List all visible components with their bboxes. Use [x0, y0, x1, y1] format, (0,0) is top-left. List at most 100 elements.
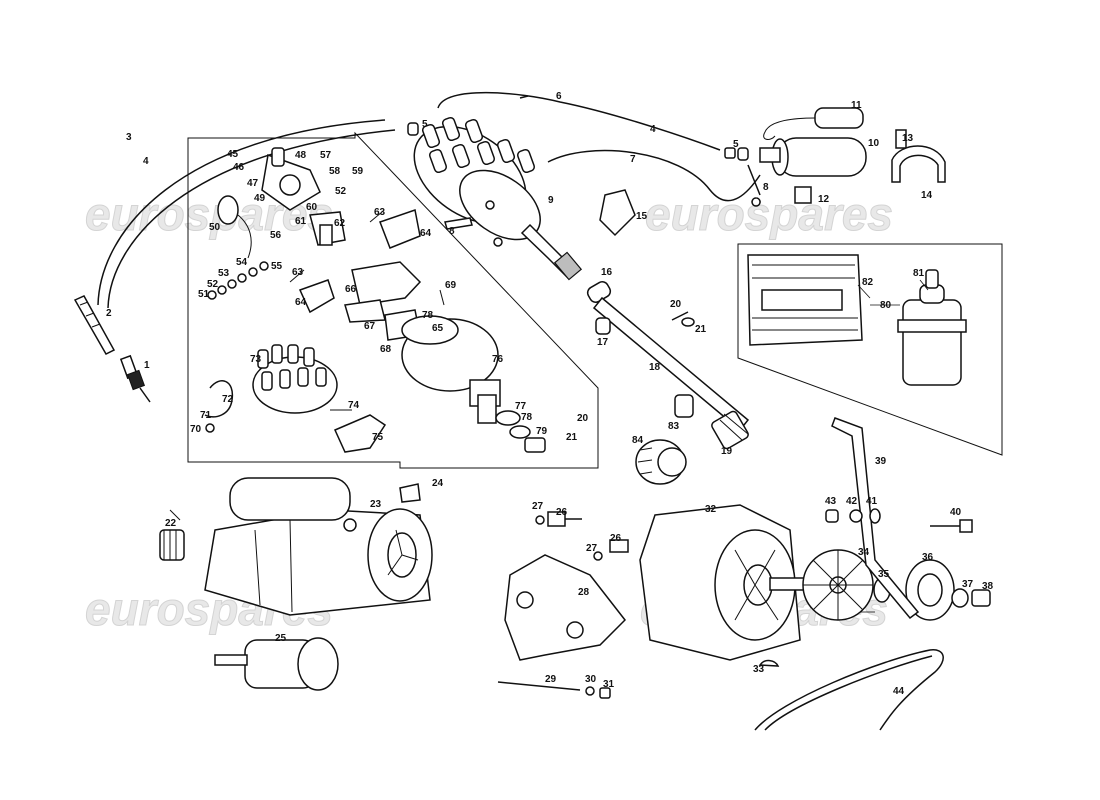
callout-4-left: 4 [143, 156, 149, 167]
callout-60: 60 [306, 202, 318, 213]
callout-20-right: 20 [670, 299, 682, 310]
alternator-fan-icon [802, 549, 874, 621]
callout-20-inset: 20 [577, 413, 589, 424]
callout-30: 30 [585, 674, 597, 685]
callout-78-upper: 78 [422, 310, 434, 321]
alternator-pulley-icon [873, 559, 991, 621]
callout-50: 50 [209, 222, 221, 233]
drive-belt-inner [764, 655, 933, 731]
drive-belt-icon [754, 649, 944, 731]
callout-67: 67 [364, 321, 376, 332]
callout-53: 53 [218, 268, 230, 279]
distributor-exploded-parts [204, 147, 546, 453]
bolts-nuts-icon [497, 508, 973, 699]
callout-32: 32 [705, 504, 717, 515]
callout-47: 47 [247, 178, 259, 189]
callout-26-upper: 26 [556, 507, 568, 518]
drive-circlip-icon [681, 317, 695, 327]
callout-6: 6 [556, 91, 562, 102]
starter-pinion-icon [159, 529, 185, 561]
callout-74: 74 [348, 400, 360, 411]
alternator-icon [639, 504, 807, 661]
callout-23: 23 [370, 499, 382, 510]
callout-15: 15 [636, 211, 648, 222]
callout-41: 41 [866, 496, 878, 507]
callout-5-right: 5 [733, 139, 739, 150]
distributor-drive-shaft-icon [586, 281, 750, 450]
callout-71: 71 [200, 410, 212, 421]
callout-48: 48 [295, 150, 307, 161]
callout-16: 16 [601, 267, 613, 278]
callout-56: 56 [270, 230, 282, 241]
leader-lines [857, 279, 929, 613]
callout-8-right: 8 [763, 182, 769, 193]
callout-83: 83 [668, 421, 680, 432]
callout-49: 49 [254, 193, 266, 204]
starter-solenoid-icon [214, 637, 339, 691]
watermark-top-right: eurospares [645, 188, 893, 240]
coil-bracket-icon [891, 145, 946, 183]
drive-pin-icon [671, 311, 689, 321]
callout-28: 28 [578, 587, 590, 598]
callout-43: 43 [825, 496, 837, 507]
callout-18: 18 [649, 362, 661, 373]
callout-84: 84 [632, 435, 644, 446]
starter-motor-icon [204, 477, 433, 616]
cable-bush-icon [407, 122, 749, 161]
callout-68: 68 [380, 344, 392, 355]
callout-19: 19 [721, 446, 733, 457]
callout-42: 42 [846, 496, 858, 507]
callout-5-left: 5 [422, 119, 428, 130]
callout-12: 12 [818, 194, 830, 205]
callout-21-right: 21 [695, 324, 707, 335]
callout-39: 39 [875, 456, 887, 467]
callout-58: 58 [329, 166, 341, 177]
callout-9: 9 [548, 195, 554, 206]
distributor-plate-icon [599, 189, 636, 237]
callout-37: 37 [962, 579, 974, 590]
callout-80: 80 [880, 300, 892, 311]
electronic-ignition-module-icon [747, 254, 863, 346]
callout-11: 11 [851, 100, 862, 111]
callout-62: 62 [334, 218, 346, 229]
ht-lead-cables [97, 91, 761, 521]
callout-82: 82 [862, 277, 874, 288]
callout-17: 17 [597, 337, 609, 348]
ignition-module-inset-frame [737, 243, 1003, 456]
ring-terminal-icon [747, 164, 761, 207]
drive-gear-icon [635, 439, 687, 485]
callout-14: 14 [921, 190, 933, 201]
callout-31: 31 [603, 679, 615, 690]
adjusting-link-icon [831, 417, 920, 620]
callout-72: 72 [222, 394, 234, 405]
alternator-mounting-bracket-icon [504, 554, 626, 661]
callout-labels: 1 2 3 4 4 5 5 6 7 8 8 9 10 11 12 13 14 1… [106, 91, 994, 697]
callout-13: 13 [902, 133, 914, 144]
callout-44: 44 [893, 686, 905, 697]
callout-33: 33 [753, 664, 765, 675]
callout-69: 69 [445, 280, 457, 291]
callout-57: 57 [320, 150, 332, 161]
callout-3: 3 [126, 132, 132, 143]
coil-block-icon [794, 186, 812, 204]
callout-10: 10 [868, 138, 880, 149]
callout-36: 36 [922, 552, 934, 563]
callout-27-lower: 27 [586, 543, 598, 554]
ignition-coil-cylindrical-icon [897, 269, 967, 386]
callout-64-lower: 64 [295, 297, 307, 308]
ignition-coil-icon [759, 107, 867, 177]
callout-21-inset: 21 [566, 432, 578, 443]
callout-2: 2 [106, 308, 112, 319]
callout-77: 77 [515, 401, 527, 412]
starter-lead-icon [399, 483, 421, 503]
callout-63-lower: 63 [292, 267, 304, 278]
callout-46: 46 [233, 162, 245, 173]
callout-65: 65 [432, 323, 444, 334]
callout-22: 22 [165, 518, 177, 529]
callout-26-lower: 26 [610, 533, 622, 544]
spark-plug-icon [119, 354, 151, 403]
clamp-bolt-icon [444, 217, 473, 230]
callout-79: 79 [536, 426, 548, 437]
callout-81: 81 [913, 268, 925, 279]
